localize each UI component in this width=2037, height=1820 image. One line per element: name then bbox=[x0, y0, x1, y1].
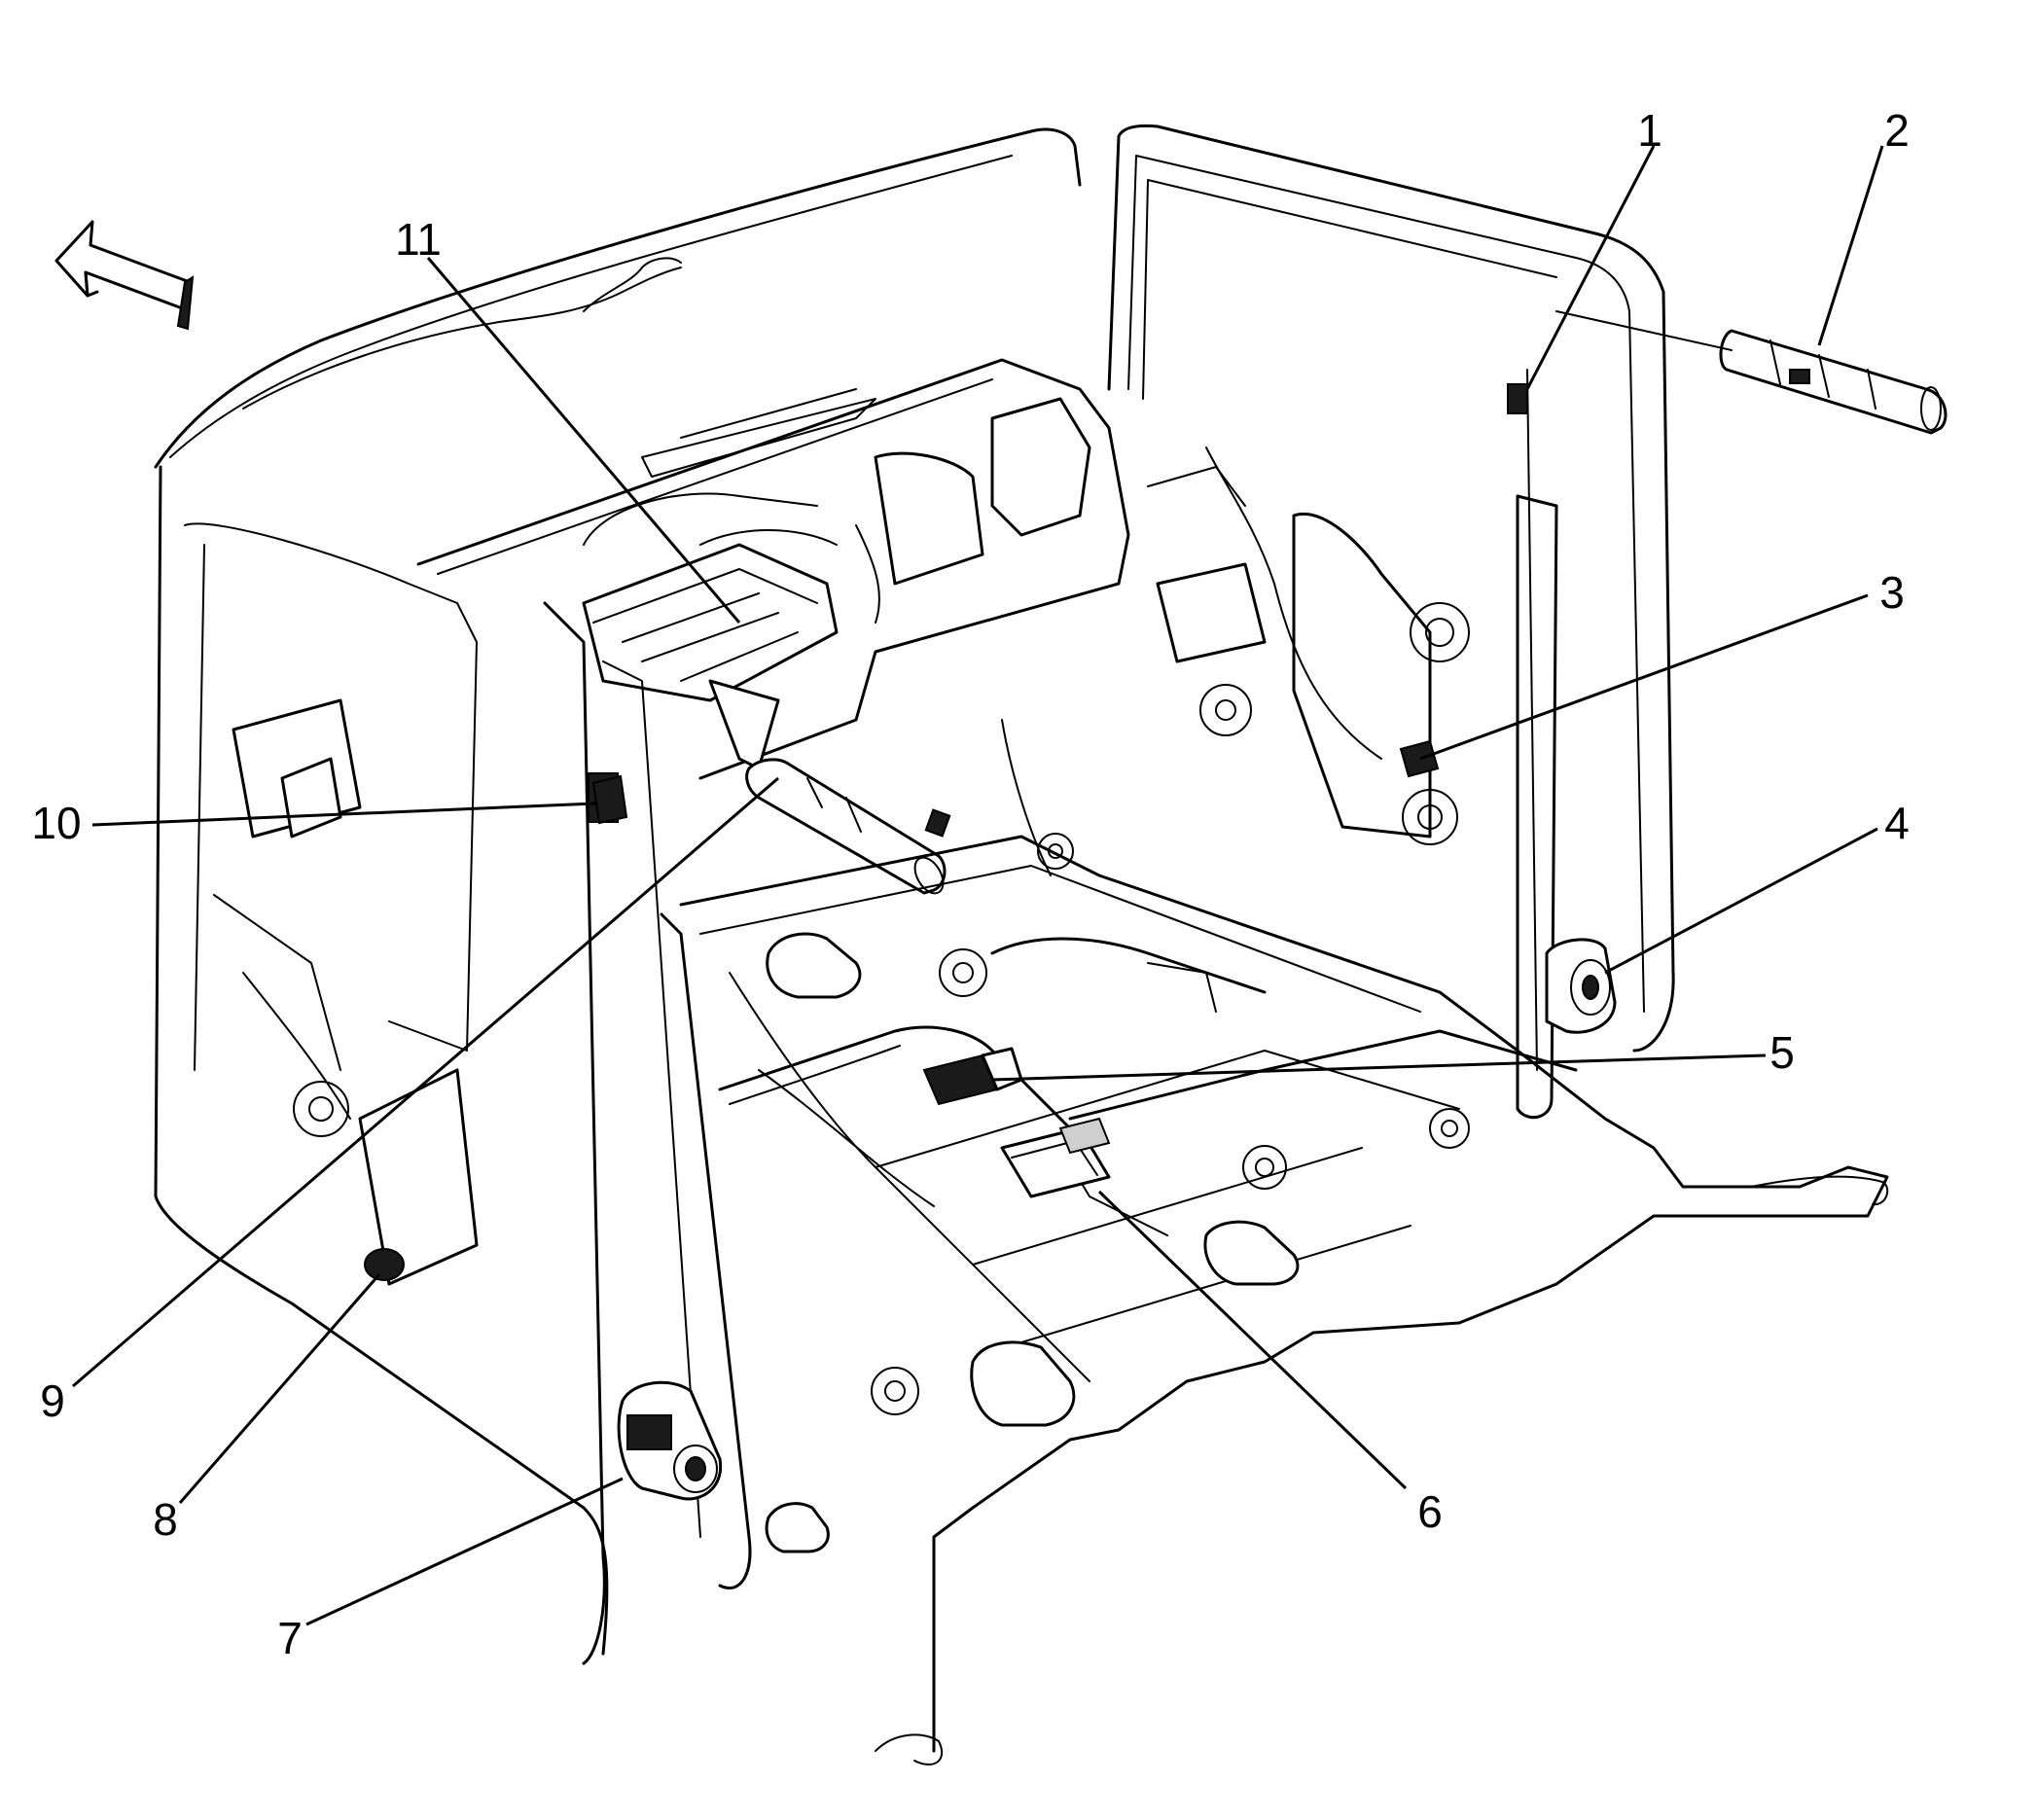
leader-line-3 bbox=[1419, 593, 1869, 761]
callout-10: 10 bbox=[31, 798, 81, 848]
side-impact-sensor-left bbox=[364, 1248, 405, 1281]
seat-belt-retractor-right bbox=[1545, 938, 1617, 1034]
right-b-pillar bbox=[1507, 369, 1558, 1120]
inflatable-restraint-sensing-module bbox=[1000, 1117, 1111, 1198]
floor-pan bbox=[679, 833, 1889, 1766]
leader-line-5 bbox=[991, 1053, 1767, 1082]
roof-outline bbox=[154, 127, 1082, 469]
leader-line-9 bbox=[72, 776, 779, 1388]
callout-3: 3 bbox=[1879, 567, 1905, 618]
left-door bbox=[154, 465, 609, 1656]
callout-11: 11 bbox=[395, 214, 442, 265]
callout-6: 6 bbox=[1417, 1486, 1443, 1537]
callout-4: 4 bbox=[1884, 798, 1910, 848]
leader-line-1 bbox=[1525, 145, 1656, 390]
callout-7: 7 bbox=[277, 1613, 303, 1663]
instrument-panel-airbag-module bbox=[745, 758, 951, 895]
steering-column-assembly bbox=[582, 529, 839, 770]
leader-line-10 bbox=[91, 802, 596, 827]
leader-line-8 bbox=[178, 1273, 381, 1504]
leader-line-2 bbox=[1817, 145, 1884, 346]
callout-5: 5 bbox=[1769, 1027, 1795, 1078]
leader-line-6 bbox=[1097, 1190, 1408, 1490]
callout-labels: 1 2 3 4 5 6 7 8 9 10 11 bbox=[31, 105, 1909, 1663]
forward-direction-arrow-icon bbox=[54, 220, 195, 331]
callout-1: 1 bbox=[1637, 105, 1662, 156]
callout-9: 9 bbox=[40, 1375, 65, 1426]
leader-line-4 bbox=[1604, 827, 1878, 975]
callout-2: 2 bbox=[1884, 105, 1910, 156]
b-pillar-connector-left bbox=[591, 774, 628, 825]
left-b-pillar bbox=[543, 601, 752, 1665]
leader-line-11 bbox=[426, 257, 741, 624]
callout-8: 8 bbox=[153, 1494, 178, 1545]
leader-line-7 bbox=[305, 1477, 624, 1626]
callout-leader-lines bbox=[72, 145, 1884, 1626]
seat-belt-retractor-left bbox=[617, 1380, 723, 1501]
side-impact-sensor-right bbox=[1399, 739, 1440, 778]
right-door bbox=[1107, 124, 1675, 1053]
instrument-panel bbox=[416, 358, 1130, 780]
harness-connector bbox=[922, 1047, 1023, 1106]
roof-rail-airbag-module bbox=[1555, 310, 1948, 435]
